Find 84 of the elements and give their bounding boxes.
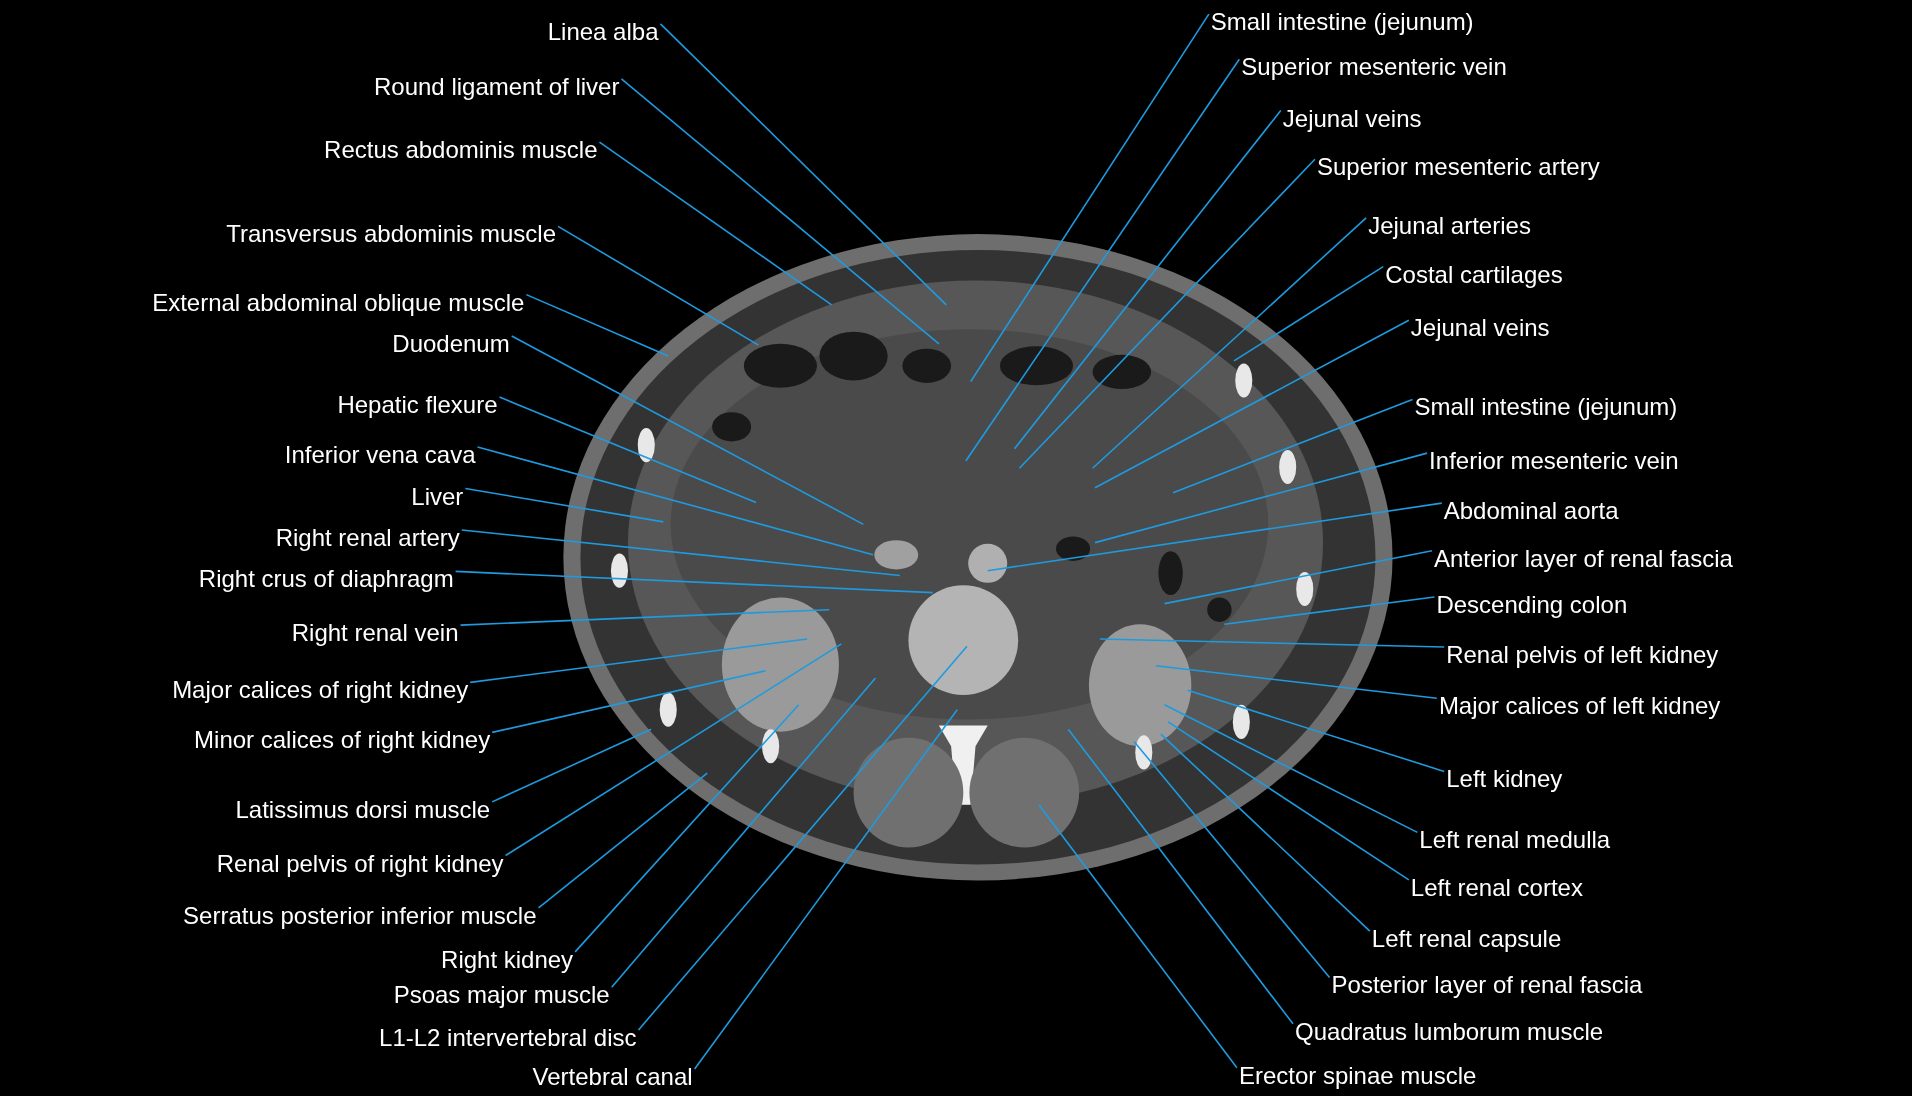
leader-line [460, 529, 901, 577]
leader-line [1038, 804, 1238, 1069]
structure-label: Serratus posterior inferior muscle [183, 901, 537, 930]
leader-line [469, 638, 809, 684]
leader-line [637, 645, 968, 1031]
leader-line [986, 502, 1443, 572]
structure-label: Right crus of diaphragm [198, 565, 454, 594]
leader-line [1233, 265, 1384, 362]
structure-label: Costal cartilages [1385, 260, 1563, 289]
leader-line [1018, 158, 1316, 470]
structure-label: External abdominal oblique muscle [152, 288, 525, 317]
structure-label: Left kidney [1446, 765, 1563, 794]
structure-label: Right renal artery [275, 523, 460, 552]
structure-label: Jejunal veins [1282, 104, 1422, 133]
structure-label: Jejunal arteries [1368, 211, 1531, 240]
leader-line [969, 13, 1210, 383]
structure-label: Rectus abdominis muscle [324, 136, 598, 165]
leader-line [1094, 319, 1410, 489]
structure-label: Inferior vena cava [284, 441, 476, 470]
leader-line [557, 225, 760, 346]
leader-line [964, 58, 1241, 462]
structure-label: Right kidney [441, 945, 574, 974]
leader-line [1163, 704, 1419, 834]
leader-line [1013, 109, 1282, 450]
structure-label: Psoas major muscle [393, 981, 610, 1010]
leader-line [476, 446, 874, 556]
structure-label: Left renal medulla [1419, 826, 1611, 855]
leader-line [1067, 728, 1294, 1025]
structure-label: Linea alba [547, 17, 659, 46]
leader-line [464, 487, 665, 523]
leader-line [498, 396, 757, 504]
leader-line [1223, 596, 1436, 626]
structure-label: Hepatic flexure [337, 391, 498, 420]
leader-line [1186, 689, 1445, 773]
structure-label: Anterior layer of renal fascia [1434, 544, 1733, 573]
leader-line [510, 335, 865, 526]
structure-label: Transversus abdominis muscle [226, 220, 557, 249]
structure-label: Minor calices of right kidney [194, 726, 491, 755]
structure-label: Latissimus dorsi muscle [235, 795, 491, 824]
leader-line [620, 78, 940, 345]
structure-label: Right renal vein [291, 619, 459, 648]
leader-line [491, 669, 767, 734]
structure-label: L1-L2 intervertebral disc [379, 1023, 637, 1052]
structure-label: Erector spinae muscle [1238, 1061, 1477, 1090]
leader-line [491, 728, 652, 803]
leader-line [574, 704, 800, 953]
leader-line [659, 23, 948, 306]
structure-label: Small intestine (jejunum) [1210, 8, 1474, 37]
leader-line [610, 677, 877, 989]
leader-line [1091, 217, 1367, 470]
structure-label: Jejunal veins [1410, 314, 1550, 343]
leader-line [459, 608, 830, 626]
structure-label: Posterior layer of renal fascia [1331, 971, 1643, 1000]
structure-label: Descending colon [1436, 591, 1628, 620]
leader-line [504, 643, 843, 857]
leader-line [1094, 452, 1428, 544]
leader-line [1172, 398, 1414, 494]
structure-label: Left renal capsule [1371, 925, 1562, 954]
structure-label: Left renal cortex [1410, 873, 1583, 902]
structure-label: Superior mesenteric vein [1241, 53, 1507, 82]
structure-label: Superior mesenteric artery [1316, 153, 1600, 182]
structure-label: Vertebral canal [532, 1062, 693, 1091]
leader-line [1133, 740, 1331, 979]
leader-line [1160, 733, 1371, 932]
structure-label: Renal pelvis of right kidney [216, 849, 504, 878]
structure-label: Small intestine (jejunum) [1414, 393, 1678, 422]
leader-line [1155, 665, 1438, 700]
leader-line [1099, 638, 1445, 648]
leader-line [525, 293, 669, 357]
structure-label: Abdominal aorta [1443, 497, 1619, 526]
structure-label: Major calices of left kidney [1438, 692, 1721, 721]
structure-label: Duodenum [392, 330, 510, 359]
leader-line [454, 570, 934, 594]
structure-label: Major calices of right kidney [172, 676, 469, 705]
structure-label: Round ligament of liver [374, 72, 620, 101]
structure-label: Renal pelvis of left kidney [1446, 641, 1719, 669]
leader-line [537, 772, 709, 909]
leader-line [1163, 549, 1433, 605]
leader-line [1167, 721, 1410, 881]
structure-label: Quadratus lumborum muscle [1295, 1017, 1604, 1046]
structure-label: Liver [411, 482, 464, 511]
leader-line [693, 708, 958, 1070]
leader-line [598, 141, 833, 306]
structure-label: Inferior mesenteric vein [1429, 447, 1679, 476]
